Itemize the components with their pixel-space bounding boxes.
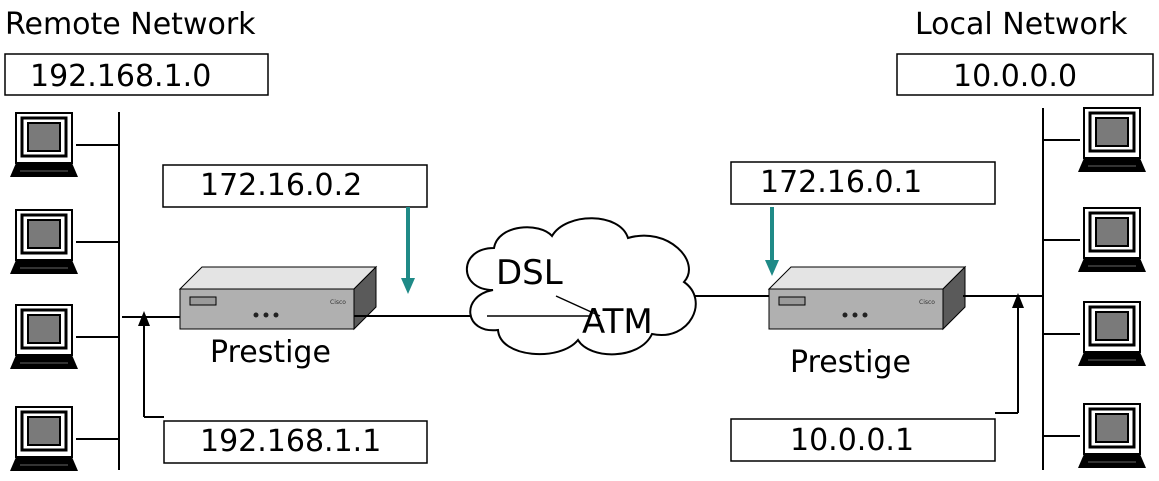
computer-icon	[1076, 206, 1148, 274]
cloud-top-label: DSL	[496, 253, 563, 293]
cloud-icon	[466, 217, 697, 356]
computer-icon	[8, 405, 80, 473]
local-lan-pointer-arrowhead	[1012, 293, 1024, 308]
local-lan-ip: 10.0.0.1	[790, 423, 914, 458]
local-network-address: 10.0.0.0	[953, 59, 1077, 94]
remote-network-address-box	[4, 53, 269, 96]
remote-network-group: Remote Network 192.168.1.0 172.16.0.2	[4, 7, 428, 473]
local-network-group: Local Network 10.0.0.0 172.16.0.1	[730, 7, 1154, 470]
computer-icon	[8, 208, 80, 276]
remote-network-address: 192.168.1.0	[30, 59, 211, 94]
remote-wan-ip: 172.16.0.2	[200, 168, 362, 203]
computer-icon	[8, 111, 80, 179]
local-lan-ip-box	[730, 418, 996, 462]
local-wan-arrowhead	[765, 260, 779, 276]
local-network-address-box	[896, 53, 1154, 96]
remote-router-label: Prestige	[210, 335, 331, 370]
computer-icon	[1076, 106, 1148, 174]
local-network-title: Local Network	[915, 7, 1128, 42]
local-wan-ip-box	[730, 161, 996, 205]
remote-wan-ip-box	[162, 164, 428, 208]
remote-wan-arrowhead	[401, 278, 415, 294]
remote-lan-ip: 192.168.1.1	[200, 424, 381, 459]
router-icon	[179, 266, 377, 330]
local-wan-ip: 172.16.0.1	[760, 165, 922, 200]
local-router-label: Prestige	[790, 345, 911, 380]
remote-lan-ip-box	[163, 420, 428, 464]
computer-icon	[1076, 402, 1148, 470]
remote-lan-pointer-arrowhead	[138, 311, 150, 326]
computer-icon	[8, 303, 80, 371]
cloud-bottom-label: ATM	[582, 302, 653, 342]
cloud-inner-link	[555, 295, 601, 317]
router-icon	[768, 266, 966, 330]
remote-network-title: Remote Network	[5, 7, 256, 42]
computer-icon	[1076, 300, 1148, 368]
